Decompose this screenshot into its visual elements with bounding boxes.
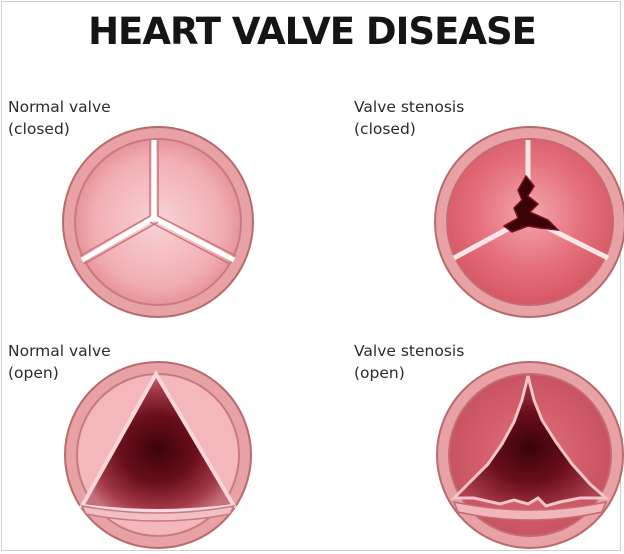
label-line-1: Valve stenosis: [354, 340, 464, 362]
stenosis-valve-closed-illustration: [430, 126, 624, 322]
normal-valve-closed-illustration: [58, 126, 258, 322]
label-line-1: Normal valve: [8, 96, 111, 118]
label-line-1: Normal valve: [8, 340, 111, 362]
page-title: HEART VALVE DISEASE: [0, 10, 624, 53]
normal-valve-open-illustration: [58, 360, 258, 550]
stenosis-valve-open-illustration: [430, 360, 624, 550]
label-line-1: Valve stenosis: [354, 96, 464, 118]
